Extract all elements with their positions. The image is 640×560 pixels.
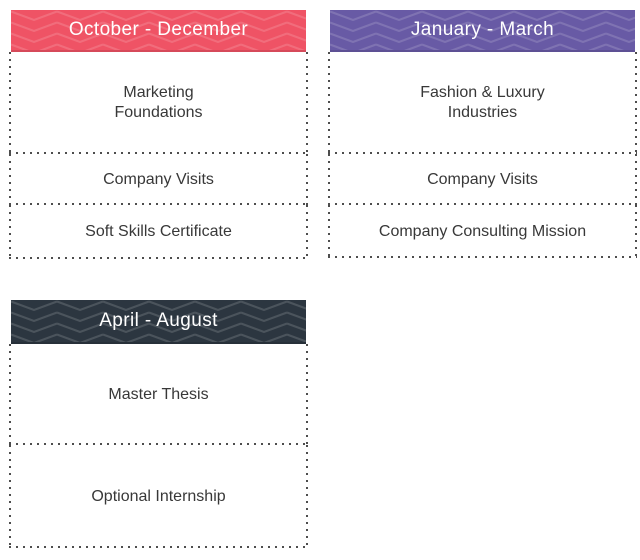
card-title: January - March (410, 19, 555, 40)
label-line: Fashion & Luxury (420, 84, 545, 101)
section-label: Company Visits (103, 170, 214, 190)
card-header-april-august: April - August (11, 300, 306, 344)
section-marketing-foundations: Marketing Foundations (9, 52, 308, 154)
label-line: Foundations (114, 104, 203, 121)
section-label: Soft Skills Certificate (85, 222, 232, 242)
card-title: April - August (99, 310, 218, 331)
label-line: Company Visits (103, 170, 214, 188)
label-line: Optional Internship (91, 487, 226, 505)
section-company-visits: Company Visits (328, 154, 637, 205)
card-body: Master Thesis Optional Internship (9, 344, 308, 548)
section-fashion-luxury-industries: Fashion & Luxury Industries (328, 52, 637, 154)
label-line: Industries (447, 104, 518, 121)
section-label: Company Consulting Mission (379, 222, 586, 242)
label-line: Master Thesis (108, 385, 209, 403)
section-company-visits: Company Visits (9, 154, 308, 205)
section-company-consulting-mission: Company Consulting Mission (328, 205, 637, 258)
card-body: Fashion & Luxury Industries Company Visi… (328, 52, 637, 258)
section-label: Master Thesis (108, 385, 208, 405)
section-label: Marketing Foundations (114, 83, 202, 123)
period-card-april-august: April - August Master Thesis Optional In… (9, 300, 308, 548)
period-card-october-december: October - December Marketing Foundations… (9, 10, 308, 259)
label-line: Marketing (123, 84, 194, 101)
section-master-thesis: Master Thesis (9, 344, 308, 445)
label-line: Company Consulting Mission (378, 222, 587, 240)
card-header-january-march: January - March (330, 10, 635, 52)
section-label: Fashion & Luxury Industries (420, 83, 545, 123)
section-label: Optional Internship (91, 487, 225, 507)
card-header-october-december: October - December (11, 10, 306, 52)
section-optional-internship: Optional Internship (9, 445, 308, 548)
card-body: Marketing Foundations Company Visits Sof… (9, 52, 308, 259)
section-label: Company Visits (427, 170, 538, 190)
label-line: Company Visits (427, 170, 538, 188)
card-title: October - December (68, 19, 249, 40)
section-soft-skills-certificate: Soft Skills Certificate (9, 205, 308, 259)
period-card-january-march: January - March Fashion & Luxury Industr… (328, 10, 637, 258)
label-line: Soft Skills Certificate (85, 223, 232, 240)
